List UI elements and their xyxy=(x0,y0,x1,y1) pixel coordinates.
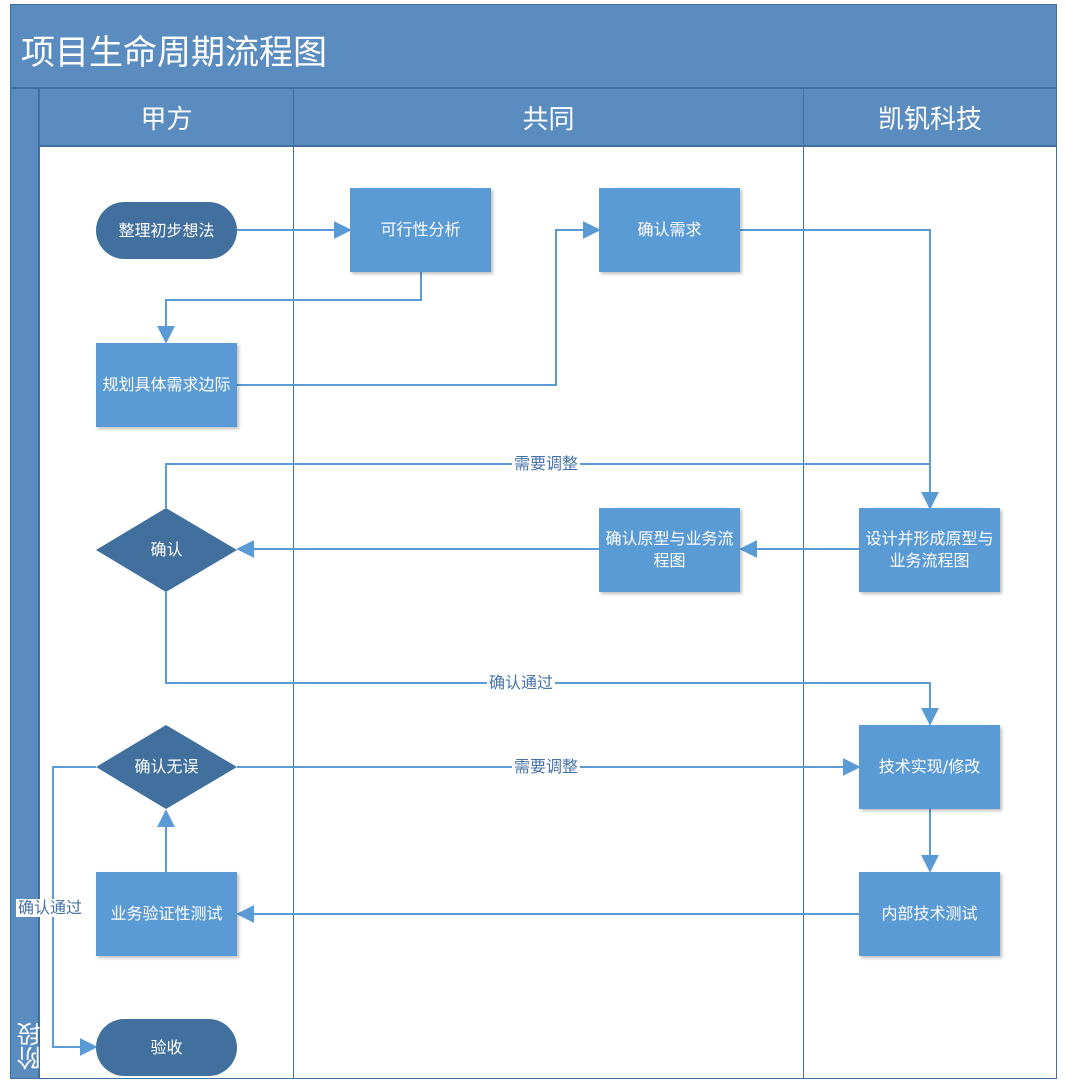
edge-confirm-adjust xyxy=(165,463,930,508)
end-acceptance: 验收 xyxy=(96,1019,237,1076)
decision-confirm-ok-shape xyxy=(96,725,237,809)
lane-header-company: 凯钒科技 xyxy=(803,88,1057,146)
edge-label-pass-1: 确认通过 xyxy=(487,673,556,692)
lane-header-party-a: 甲方 xyxy=(39,88,294,146)
process-plan-scope: 规划具体需求边际 xyxy=(96,343,237,427)
process-tech-implementation: 技术实现/修改 xyxy=(859,725,1000,809)
process-confirm-prototype: 确认原型与业务流程图 xyxy=(599,508,740,592)
decision-confirm-shape xyxy=(96,508,237,592)
start-organize-ideas: 整理初步想法 xyxy=(96,202,237,259)
title-bar: 项目生命周期流程图 xyxy=(10,4,1057,88)
process-internal-test: 内部技术测试 xyxy=(859,872,1000,956)
edge-plan-confirmreq xyxy=(237,221,601,386)
process-design-prototype: 设计并形成原型与业务流程图 xyxy=(859,508,1000,592)
edge-feasibility-plan xyxy=(157,272,422,344)
edge-label-pass-2: 确认通过 xyxy=(16,898,85,917)
edge-label-adjust-2: 需要调整 xyxy=(512,757,581,776)
process-confirm-requirements: 确认需求 xyxy=(599,188,740,272)
lane-header-shared: 共同 xyxy=(293,88,804,146)
edge-label-adjust-1: 需要调整 xyxy=(512,454,581,473)
diagram-title: 项目生命周期流程图 xyxy=(21,33,327,73)
decision-confirm: 确认 xyxy=(150,540,183,559)
process-business-test: 业务验证性测试 xyxy=(96,872,237,956)
edge-confirm-pass xyxy=(165,592,939,726)
edge-confirmreq-design xyxy=(740,229,939,510)
lane-body-shared xyxy=(293,146,804,1079)
decision-confirm-ok: 确认无误 xyxy=(134,757,199,776)
process-feasibility: 可行性分析 xyxy=(350,188,491,272)
